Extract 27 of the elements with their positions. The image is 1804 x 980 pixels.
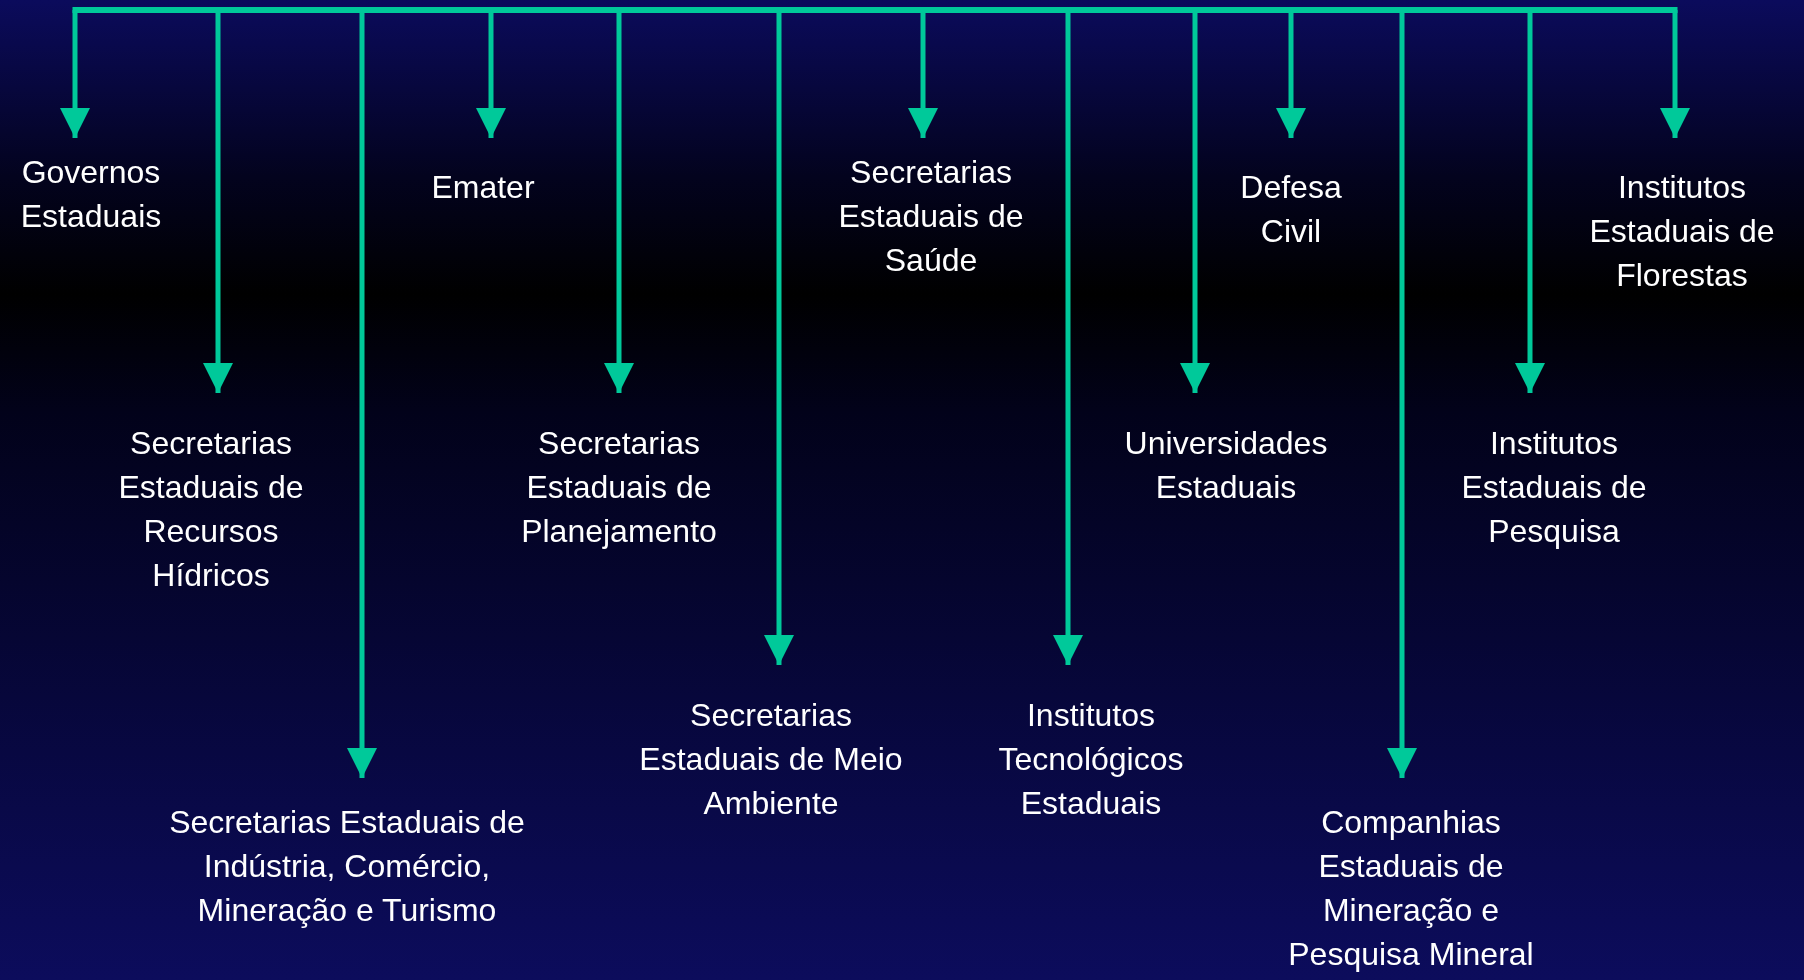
arrow [347, 10, 377, 778]
arrow [1180, 10, 1210, 393]
arrow [1053, 10, 1083, 665]
arrow [604, 10, 634, 393]
text-label: Institutos Estaduais de Florestas [1562, 165, 1802, 297]
arrow [1276, 10, 1306, 138]
arrow [1387, 10, 1417, 778]
text-label: Governos Estaduais [1, 150, 181, 238]
arrow [908, 10, 938, 138]
text-label: Secretarias Estaduais de Indústria, Comércio, Mineração e Turismo [149, 800, 545, 932]
text-label: Secretarias Estaduais de Planejamento [499, 421, 739, 553]
arrow [476, 10, 506, 138]
arrow [60, 10, 90, 138]
text-label: Secretarias Estaduais de Saúde [811, 150, 1051, 282]
arrow [203, 10, 233, 393]
text-label: Secretarias Estaduais de Recursos Hídricos [91, 421, 331, 597]
text-label: Companhias Estaduais de Mineração e Pesquisa Mineral [1261, 800, 1561, 976]
text-label: Institutos Tecnológicos Estaduais [971, 693, 1211, 825]
connector-line [72, 7, 1678, 13]
text-label: Institutos Estaduais de Pesquisa [1434, 421, 1674, 553]
arrow [1660, 10, 1690, 138]
text-label: Emater [383, 165, 583, 209]
arrow [1515, 10, 1545, 393]
text-label: Defesa Civil [1226, 165, 1356, 253]
arrow [764, 10, 794, 665]
text-label: Universidades Estaduais [1098, 421, 1354, 509]
text-label: Secretarias Estaduais de Meio Ambiente [638, 693, 904, 825]
